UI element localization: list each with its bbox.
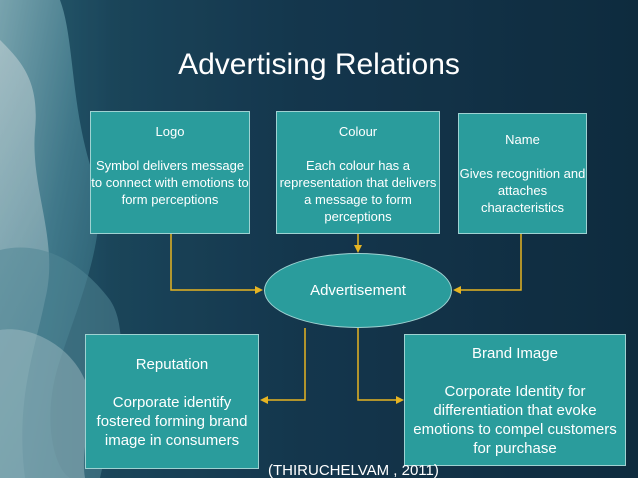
arrowhead-colour: [354, 245, 362, 253]
logo-box: Logo Symbol delivers message to connect …: [90, 111, 250, 234]
reputation-text: Corporate identify fostered forming bran…: [96, 394, 248, 449]
colour-text: Each colour has a representation that de…: [279, 158, 437, 224]
advertisement-label: Advertisement: [310, 282, 406, 299]
connector-advertisement-to-reputation: [266, 328, 306, 401]
logo-heading: Logo: [155, 124, 185, 139]
logo-text: Symbol delivers message to connect with …: [91, 158, 249, 207]
connector-logo-to-advertisement: [170, 234, 258, 291]
arrowhead-brand-image: [396, 396, 404, 404]
advertisement-ellipse: Advertisement: [264, 253, 452, 328]
slide-title: Advertising Relations: [178, 48, 460, 81]
brand-image-text: Corporate Identity for differentiation t…: [413, 383, 617, 457]
reputation-heading: Reputation: [135, 356, 209, 373]
name-heading: Name: [505, 132, 540, 147]
arrowhead-reputation: [260, 396, 268, 404]
brand-image-box: Brand Image Corporate Identity for diffe…: [404, 334, 626, 466]
colour-heading: Colour: [338, 124, 378, 139]
name-text: Gives recognition and attaches character…: [459, 166, 586, 215]
connector-name-to-advertisement: [458, 234, 522, 291]
arrowhead-name: [453, 286, 461, 294]
connector-advertisement-to-brand-image: [357, 328, 398, 401]
reputation-box: Reputation Corporate identify fostered f…: [85, 334, 259, 469]
name-box: Name Gives recognition and attaches char…: [458, 113, 587, 234]
colour-box: Colour Each colour has a representation …: [276, 111, 440, 234]
brand-image-heading: Brand Image: [472, 345, 558, 362]
arrowhead-logo: [255, 286, 263, 294]
citation: (THIRUCHELVAM , 2011): [268, 462, 439, 478]
